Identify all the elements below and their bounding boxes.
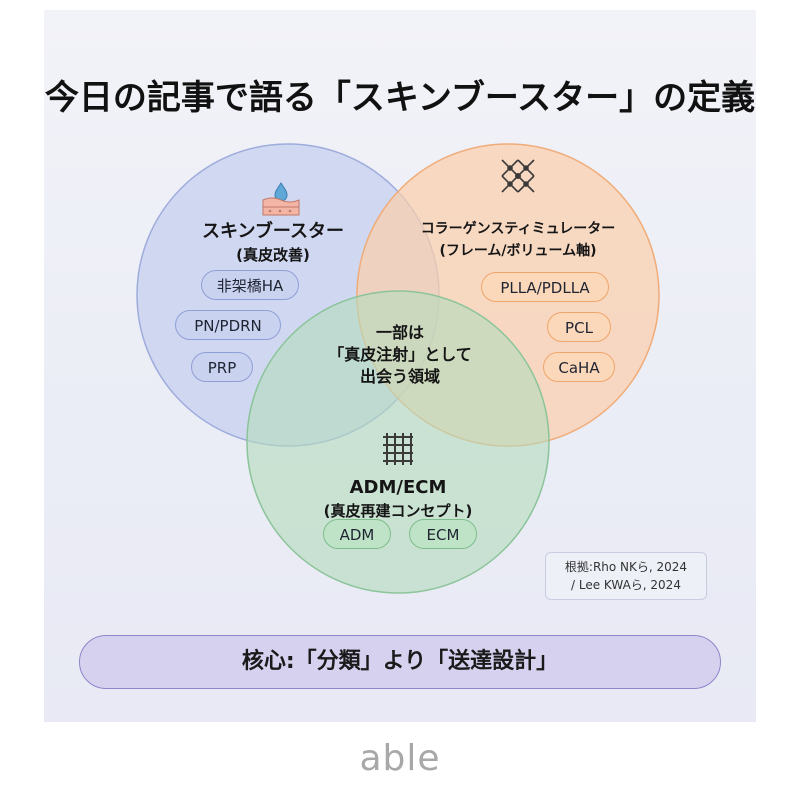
skin-booster-label: スキンブースター (真皮改善) — [178, 220, 368, 266]
key-point-banner: 核心:「分類」より「送達設計」 — [79, 635, 721, 689]
able-logo: able — [359, 738, 441, 779]
reference-line-1: 根拠:Rho NKら, 2024 — [564, 560, 688, 574]
pill-prp: PRP — [191, 352, 253, 382]
center-line-1: 一部は — [375, 323, 424, 342]
pill-non-crosslinked-ha: 非架橋HA — [201, 270, 299, 300]
collagen-label: コラーゲンスティミュレーター (フレーム/ボリューム軸) — [418, 218, 618, 262]
lattice-network-icon — [501, 159, 535, 193]
skin-booster-title: スキンブースター — [201, 221, 345, 242]
page-title: 今日の記事で語る「スキンブースター」の定義 — [44, 78, 756, 118]
skin-booster-subtitle: (真皮改善) — [236, 246, 310, 264]
pill-caha: CaHA — [543, 352, 615, 382]
pill-pcl: PCL — [547, 312, 611, 342]
reference-box: 根拠:Rho NKら, 2024 / Lee KWAら, 2024 — [545, 552, 707, 600]
pill-ecm: ECM — [409, 519, 477, 549]
center-line-3: 出会う領域 — [359, 367, 440, 386]
center-overlap-text: 一部は 「真皮注射」として 出会う領域 — [320, 322, 480, 388]
reference-line-2: / Lee KWAら, 2024 — [571, 578, 681, 592]
collagen-subtitle: (フレーム/ボリューム軸) — [439, 243, 597, 259]
mesh-grid-icon — [383, 433, 413, 465]
skin-droplet-icon — [262, 182, 300, 216]
pill-adm: ADM — [323, 519, 391, 549]
pill-plla-pdlla: PLLA/PDLLA — [481, 272, 609, 302]
pill-pn-pdrn: PN/PDRN — [175, 310, 281, 340]
adm-ecm-label: ADM/ECM (真皮再建コンセプト) — [300, 476, 496, 522]
collagen-title: コラーゲンスティミュレーター — [420, 221, 616, 237]
adm-ecm-subtitle: (真皮再建コンセプト) — [323, 502, 473, 520]
adm-ecm-title: ADM/ECM — [349, 477, 447, 498]
center-line-2: 「真皮注射」として — [328, 345, 472, 364]
adm-ecm-circle — [246, 290, 550, 594]
